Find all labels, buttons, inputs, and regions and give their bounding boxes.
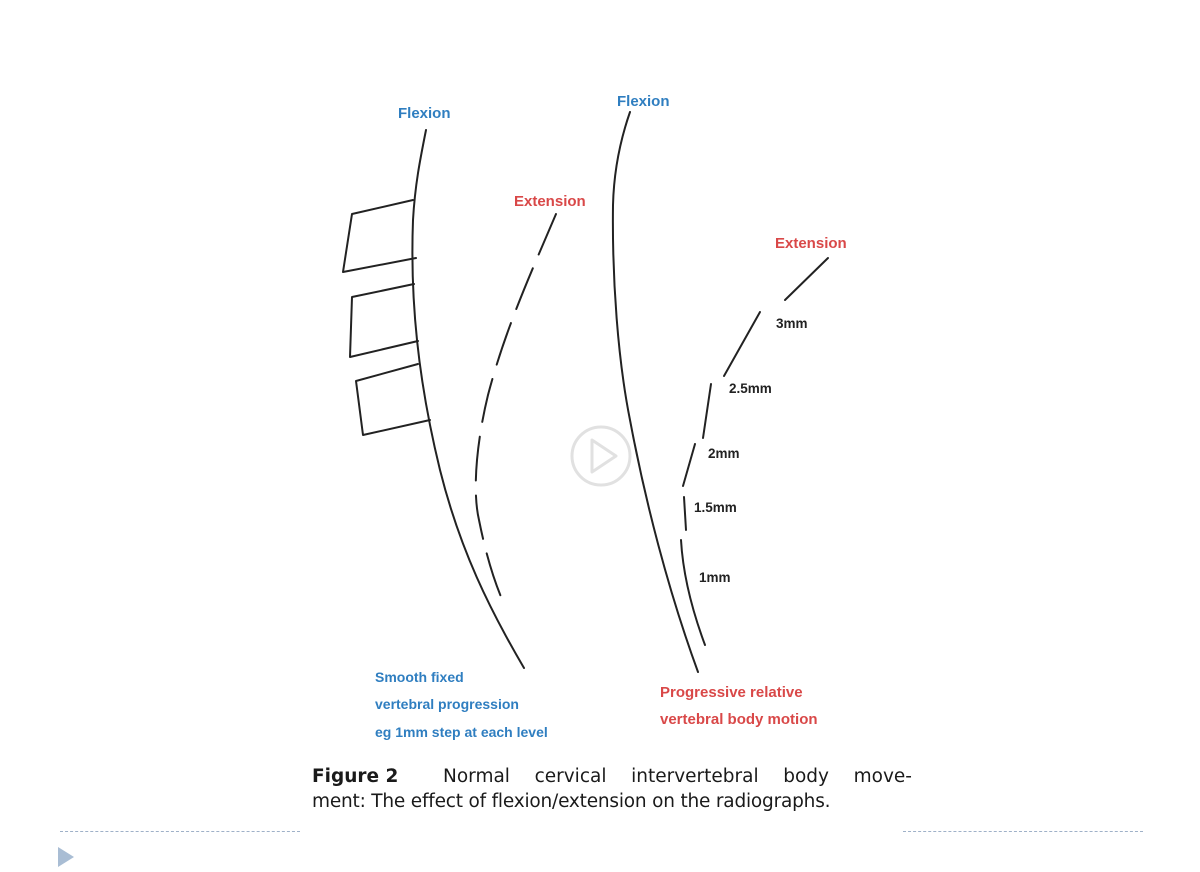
extension-segment-4 [682, 443, 696, 487]
vertebral-body-1 [342, 199, 417, 273]
right-caption-line-1: Progressive relative [660, 684, 803, 701]
step-label-2mm: 2mm [708, 446, 740, 461]
right-caption-line-2: vertebral body motion [660, 711, 818, 728]
left-caption-line-1: Smooth fixed [375, 669, 464, 685]
divider-left [60, 831, 300, 832]
extension-segment-1 [784, 257, 829, 301]
caption-word: intervertebral [631, 766, 759, 787]
extension-segment-2 [723, 311, 761, 377]
left-caption-line-2: vertebral progression [375, 696, 519, 712]
left-extension-label: Extension [514, 193, 586, 210]
caption-word: body [783, 766, 830, 787]
right-flexion-line [611, 111, 699, 673]
divider-right [903, 831, 1143, 832]
left-flexion-line [411, 129, 525, 669]
vertebral-body-3 [355, 363, 431, 436]
step-label-3mm: 3mm [776, 316, 808, 331]
figure-caption: Figure 2 Normal cervical intervertebral … [312, 764, 912, 814]
right-flexion-label: Flexion [617, 93, 670, 110]
step-label-1-5mm: 1.5mm [694, 500, 737, 515]
caption-word: Normal [443, 766, 510, 787]
play-icon[interactable] [570, 425, 632, 487]
right-extension-label: Extension [775, 235, 847, 252]
caption-word: cervical [534, 766, 607, 787]
step-label-2-5mm: 2.5mm [729, 381, 772, 396]
extension-segment-5 [683, 496, 687, 531]
left-caption-line-3: eg 1mm step at each level [375, 724, 548, 740]
step-label-1mm: 1mm [699, 570, 731, 585]
left-extension-line [474, 213, 557, 609]
caption-line-2: ment: The effect of flexion/extension on… [312, 791, 831, 812]
extension-segment-3 [702, 383, 712, 439]
caption-line-1: Figure 2 Normal cervical intervertebral … [312, 764, 912, 789]
extension-segment-6 [680, 539, 706, 646]
caption-word: move- [853, 766, 912, 787]
triangle-arrow-icon[interactable] [58, 847, 74, 867]
vertebral-body-2 [349, 283, 419, 358]
left-flexion-label: Flexion [398, 105, 451, 122]
figure-label: Figure 2 [312, 766, 399, 787]
